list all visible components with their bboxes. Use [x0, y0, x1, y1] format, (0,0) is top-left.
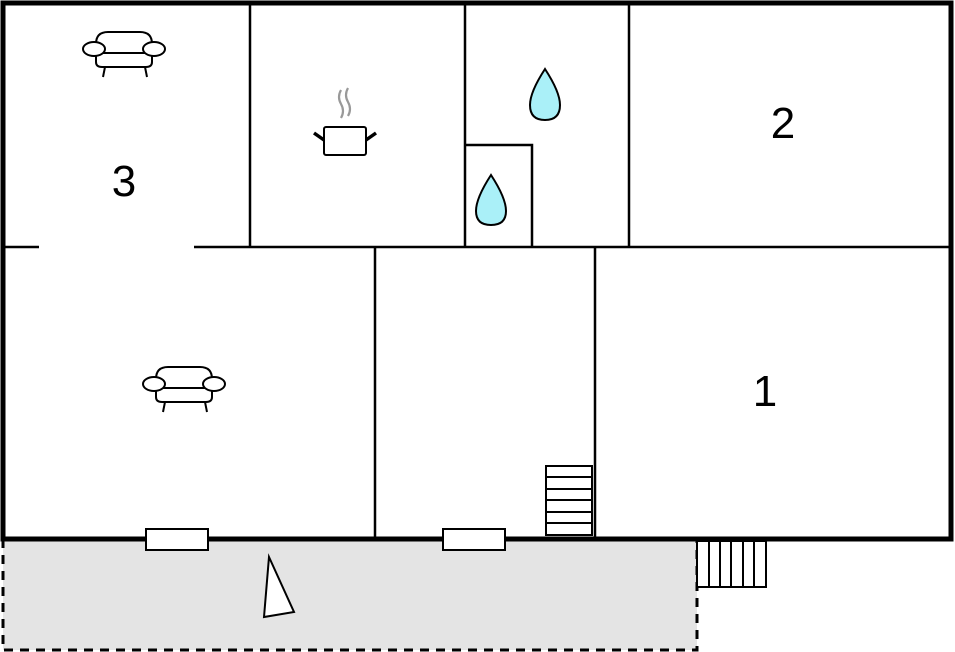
- interior-walls: [3, 3, 951, 539]
- windows: [145, 528, 506, 551]
- room-label-1: 1: [752, 367, 778, 416]
- parasol-triangle-icon: [262, 553, 296, 619]
- terrace: [1, 539, 699, 652]
- window: [442, 528, 506, 551]
- outer-wall: [0, 0, 954, 542]
- armchair-icon: [142, 366, 226, 413]
- armchair-icon: [82, 31, 166, 78]
- room-label-2: 2: [770, 99, 796, 148]
- staircase-icon: [545, 465, 593, 536]
- window: [145, 528, 209, 551]
- water-drop-icon: [528, 67, 562, 122]
- exterior-steps-icon: [696, 540, 767, 588]
- room-label-3: 3: [111, 157, 137, 206]
- cooking-pot-icon: [312, 87, 378, 156]
- water-drop-icon: [474, 173, 508, 227]
